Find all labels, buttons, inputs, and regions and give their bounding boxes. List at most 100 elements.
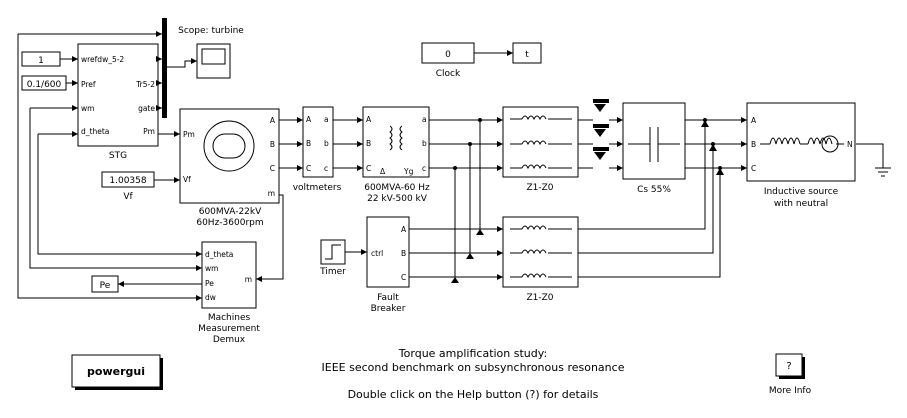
line-z2-label: Z1-Z0 — [526, 293, 553, 303]
voltmeter-port-A: A — [306, 115, 312, 124]
transformer-port-A: A — [366, 115, 372, 124]
note-line-3: Double click on the Help button (?) for … — [348, 388, 599, 401]
pe-outport-label: Pe — [100, 281, 111, 291]
demux-port-pe: Pe — [205, 279, 214, 288]
fault-breaker-block[interactable]: ctrl A B C — [366, 216, 410, 288]
source-label-2: with neutral — [774, 199, 828, 209]
help-button[interactable]: ? — [775, 353, 805, 379]
line-z2-conductors-icon — [510, 228, 572, 278]
powergui-label: powergui — [87, 365, 145, 378]
generator-label-2: 60Hz-3600rpm — [196, 218, 263, 228]
transformer-block[interactable]: A B C a b c Δ Yg — [362, 106, 430, 178]
vf-label: Vf — [123, 192, 133, 202]
vf-value: 1.00358 — [109, 176, 146, 186]
vf-constant-block[interactable]: 1.00358 — [101, 171, 155, 188]
demux-port-wm: wm — [205, 264, 218, 273]
gen-port-b: B — [270, 140, 275, 149]
stg-port-dtheta: d_theta — [81, 127, 109, 136]
t-outport-label: t — [525, 50, 529, 60]
fault-port-c: C — [401, 273, 406, 282]
timer-step-icon — [325, 244, 341, 260]
source-label-1: Inductive source — [764, 187, 839, 197]
voltmeter-port-B: B — [306, 139, 311, 148]
transformer-port-B: B — [366, 139, 371, 148]
line-z1-label: Z1-Z0 — [526, 183, 553, 193]
fault-port-ctrl: ctrl — [371, 249, 383, 258]
stg-port-pm: Pm — [143, 127, 155, 136]
fault-label-1: Fault — [377, 293, 399, 303]
fault-label-2: Breaker — [371, 304, 406, 314]
source-port-a: A — [751, 116, 757, 125]
line-z2-coils-icon — [521, 225, 547, 279]
pe-outport-block[interactable]: Pe — [91, 275, 119, 293]
capacitor-label: Cs 55% — [637, 185, 671, 195]
voltmeter-port-c: c — [324, 164, 328, 173]
mux-bar[interactable] — [162, 18, 167, 118]
fault-port-b: B — [401, 249, 406, 258]
scope-block[interactable] — [196, 43, 231, 79]
breakers-icon — [593, 99, 609, 160]
transformer-port-b: b — [422, 139, 427, 148]
line-z1-conductors-icon — [510, 118, 572, 169]
gen-port-m: m — [268, 189, 275, 198]
inductive-source-block[interactable]: A B C N — [746, 102, 856, 182]
stg-label: STG — [109, 151, 127, 161]
voltmeters-label: voltmeters — [293, 183, 342, 193]
constant-block-2[interactable]: 0.1/600 — [21, 75, 67, 91]
demux-port-dtheta: d_theta — [205, 250, 233, 259]
transformer-port-a: a — [422, 115, 427, 124]
clock-value: 0 — [445, 50, 451, 60]
voltmeter-port-b: b — [324, 139, 329, 148]
t-outport-block[interactable]: t — [512, 42, 542, 64]
demux-label-1: Machines — [208, 313, 251, 323]
ground-wire — [856, 143, 884, 168]
fault-port-a: A — [401, 225, 407, 234]
voltmeter-port-a: a — [324, 115, 329, 124]
capacitor-icon — [628, 127, 680, 162]
signal-wires — [17, 31, 747, 301]
generator-label-1: 600MVA-22kV — [199, 207, 262, 217]
gen-port-vf: Vf — [183, 175, 191, 184]
constant-2-value: 0.1/600 — [27, 80, 62, 90]
series-capacitor-block[interactable] — [622, 102, 686, 180]
demux-port-dw: dw — [205, 293, 216, 302]
more-info-label: More Info — [769, 386, 812, 396]
timer-label: Timer — [319, 267, 346, 277]
transformer-coil-secondary-icon — [399, 125, 403, 151]
measurement-demux-block[interactable]: d_theta wm Pe dw m — [201, 241, 257, 309]
transformer-yg-symbol: Yg — [403, 167, 414, 176]
constant-block-1[interactable]: 1 — [21, 51, 61, 67]
source-port-n: N — [847, 140, 853, 149]
voltmeters-block[interactable]: A B C a b c — [302, 106, 334, 178]
scope-label: Scope: turbine — [178, 26, 244, 36]
powergui-button[interactable]: powergui — [71, 354, 163, 390]
demux-label-3: Demux — [213, 335, 246, 345]
ground-icon — [875, 167, 891, 177]
note-line-1: Torque amplification study: — [398, 347, 547, 360]
synchronous-machine-block[interactable]: Pm Vf A B C m — [179, 108, 280, 204]
clock-block[interactable]: 0 — [421, 42, 475, 64]
gen-port-pm: Pm — [183, 130, 195, 139]
transformer-delta-symbol: Δ — [380, 167, 386, 176]
stg-block[interactable]: wrefdw_5-2 Pref wm d_theta Tr5-2 gate Pm — [77, 43, 159, 147]
note-line-2: IEEE second benchmark on subsynchronous … — [322, 361, 625, 374]
demux-port-m: m — [245, 275, 252, 284]
clock-label: Clock — [436, 69, 461, 79]
constant-1-value: 1 — [38, 56, 44, 66]
transformer-label-2: 22 kV-500 kV — [367, 194, 428, 204]
transformer-coil-primary-icon — [389, 125, 393, 151]
stg-port-wm: wm — [81, 104, 94, 113]
gen-port-a: A — [270, 116, 276, 125]
voltmeter-port-C: C — [306, 164, 311, 173]
transformer-label-1: 600MVA-60 Hz — [364, 183, 430, 193]
source-port-c: C — [751, 164, 756, 173]
line-z1-block[interactable] — [502, 106, 579, 178]
stg-port-pref: Pref — [81, 80, 96, 89]
timer-block[interactable] — [320, 239, 346, 265]
line-z2-block[interactable] — [502, 216, 579, 288]
transformer-port-c: c — [422, 164, 426, 173]
gen-port-c: C — [270, 164, 275, 173]
stg-port-wrefdw: wrefdw_5-2 — [81, 55, 124, 64]
stg-port-gate: gate — [138, 104, 155, 113]
